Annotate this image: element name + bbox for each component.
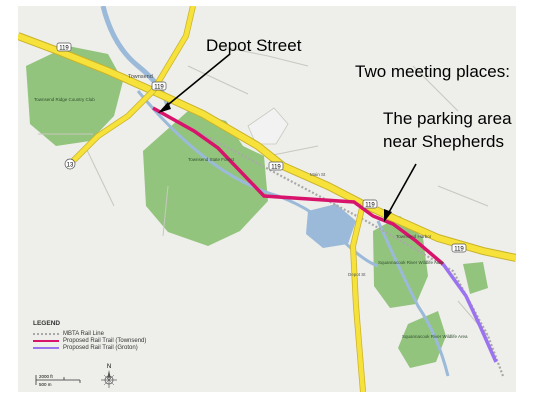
label-depot-st: Depot St [348, 272, 366, 277]
route-119-shield: 119 [451, 243, 467, 253]
compass-icon: N [101, 364, 117, 388]
trail-groton [441, 262, 498, 363]
svg-text:119: 119 [454, 247, 464, 253]
route-119-shield: 119 [151, 81, 167, 91]
north-label: N [107, 364, 111, 370]
route-13-shield: 13 [64, 158, 76, 170]
legend-swatch-mbta [33, 332, 59, 335]
legend-label-mbta: MBTA Rail Line [63, 330, 104, 337]
harbor-pond [306, 204, 356, 248]
svg-text:119: 119 [271, 165, 281, 171]
scale-bar: 2000 ft 500 m [34, 371, 84, 391]
legend-swatch-groton [33, 346, 59, 349]
label-townsend-harbor: Townsend Harbor [396, 234, 432, 239]
legend-item-mbta: MBTA Rail Line [33, 330, 146, 337]
svg-text:13: 13 [67, 163, 74, 169]
label-townsend-state-forest: Townsend State Forest [188, 157, 235, 162]
legend-item-townsend: Proposed Rail Trail (Townsend) [33, 337, 146, 344]
callout-parking-line-2: near Shepherds [383, 132, 504, 151]
route-south-road-fill [350, 203, 366, 392]
river-east [376, 220, 450, 377]
legend-label-townsend: Proposed Rail Trail (Townsend) [63, 337, 147, 344]
north-arrow: N [96, 362, 122, 395]
scale-bottom-label: 500 m [39, 382, 52, 387]
label-squannacook-1: Squannacook River Wildlife Area [378, 260, 444, 265]
svg-text:119: 119 [365, 203, 375, 209]
arrow-depot-street [158, 53, 231, 113]
callout-parking-line-1: The parking area [383, 109, 512, 128]
trail-map: 119 119 119 119 119 13 Townsend Townsend… [18, 6, 516, 392]
legend-swatch-townsend [33, 339, 59, 342]
scale-bar-graphic: 2000 ft 500 m [35, 374, 81, 387]
minor-roads [38, 45, 489, 337]
route-north-road-fill [151, 6, 196, 93]
forest-squannacook-2 [398, 311, 446, 368]
route-119-shield: 119 [56, 42, 72, 52]
legend-label-groton: Proposed Rail Trail (Groton) [63, 344, 138, 351]
callout-depot-street: Depot Street [206, 36, 302, 55]
forest-townsend-state [143, 111, 268, 246]
label-townsend: Townsend [128, 74, 153, 80]
trail-townsend [152, 106, 445, 266]
label-townsend-ridge-cc: Townsend Ridge Country Club [34, 97, 95, 102]
svg-text:119: 119 [59, 46, 69, 52]
route-119-shield: 119 [362, 199, 378, 209]
map-legend: LEGEND MBTA Rail Line Proposed Rail Trai… [33, 320, 146, 351]
mbta-rail-line [152, 107, 505, 377]
label-squannacook-2: Squannacook River Wildlife Area [402, 334, 468, 339]
route-119-shield: 119 [268, 161, 284, 171]
scale-top-label: 2000 ft [39, 374, 54, 379]
callout-meeting-places: Two meeting places: [355, 62, 510, 81]
arrow-parking-area [384, 163, 417, 222]
legend-item-groton: Proposed Rail Trail (Groton) [33, 344, 146, 351]
forest-patch-east [463, 262, 488, 294]
label-main-st: Main St [310, 172, 326, 177]
legend-title: LEGEND [33, 320, 61, 327]
route-13-road-fill [71, 89, 155, 163]
svg-text:119: 119 [154, 85, 164, 91]
